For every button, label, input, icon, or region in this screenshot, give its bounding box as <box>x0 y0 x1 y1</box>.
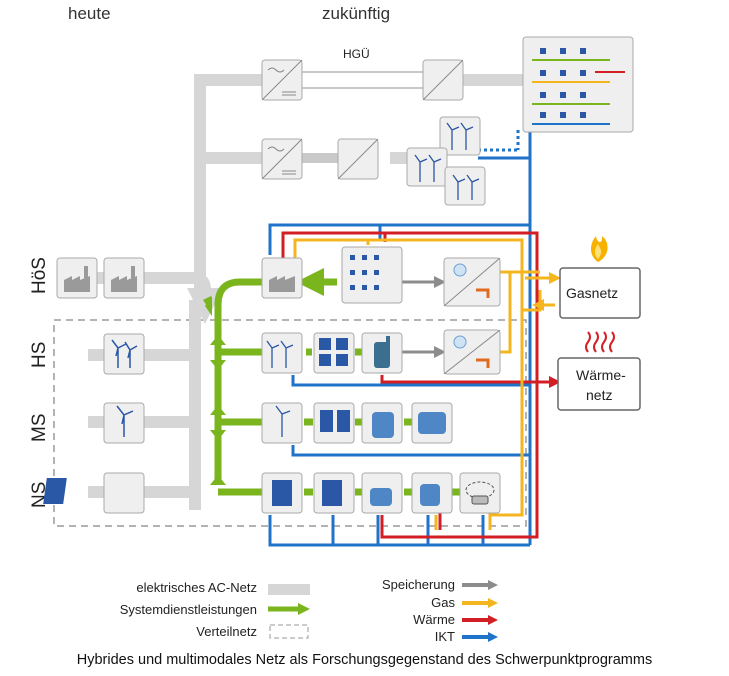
hub-lines-icon <box>532 59 625 125</box>
ac-grid-lines <box>88 74 525 510</box>
heat-grid-label-2: netz <box>586 387 612 403</box>
ict-lines <box>268 130 532 547</box>
heat-waves-icon <box>585 331 615 353</box>
distribution-grid-frame <box>53 319 527 527</box>
legend-gas-label: Gas <box>431 595 455 610</box>
hub-grid-icon <box>350 48 586 290</box>
heat-grid-label-1: Wärme- <box>576 367 626 383</box>
storage-tank-icon <box>370 412 446 506</box>
solar-panel-icon <box>43 478 67 504</box>
legend-ac-grid-label: elektrisches AC-Netz <box>136 580 257 595</box>
legend-distribution-swatch <box>269 624 309 639</box>
legend-services-label: Systemdienstleistungen <box>120 602 257 617</box>
legend-ict-label: IKT <box>435 629 455 644</box>
gas-lines <box>293 238 542 530</box>
gas-grid-label: Gasnetz <box>566 285 618 301</box>
legend-right: Speicherung Gas Wärme IKT <box>382 577 498 644</box>
hvdc-label: HGÜ <box>343 47 370 61</box>
electric-vehicle-icon <box>465 481 495 505</box>
converter-icon <box>261 59 501 375</box>
wind-turbine-icon <box>111 339 138 437</box>
level-hos: HöS <box>29 257 50 294</box>
today-boxes <box>56 257 145 514</box>
grid-diagram: heute zukünftig HGÜ <box>29 4 641 644</box>
legend-left: elektrisches AC-Netz Systemdienstleistun… <box>120 580 310 639</box>
legend-heat-label: Wärme <box>413 612 455 627</box>
solar-array-icon <box>272 338 350 506</box>
heat-grid-box <box>557 357 641 411</box>
system-services-arrows <box>203 296 226 485</box>
legend-distribution-label: Verteilnetz <box>196 624 257 639</box>
power-plant-icon <box>269 276 295 292</box>
boiler-icon <box>374 336 390 368</box>
level-hs: HS <box>29 342 50 368</box>
figure-caption: Hybrides und multimodales Netz als Forsc… <box>76 652 653 668</box>
legend-ac-grid-swatch <box>268 584 310 595</box>
flame-icon <box>591 236 608 262</box>
header-future: zukünftig <box>322 4 390 23</box>
header-today: heute <box>68 4 111 23</box>
system-services-lines <box>214 268 460 496</box>
gas-grid-box <box>559 267 641 319</box>
legend-storage-label: Speicherung <box>382 577 455 592</box>
factory-icon <box>64 266 137 292</box>
hvdc-link <box>300 71 423 163</box>
level-ms: MS <box>29 414 50 443</box>
wind-farm-icon <box>266 116 486 437</box>
power-to-gas-icon <box>453 263 490 368</box>
